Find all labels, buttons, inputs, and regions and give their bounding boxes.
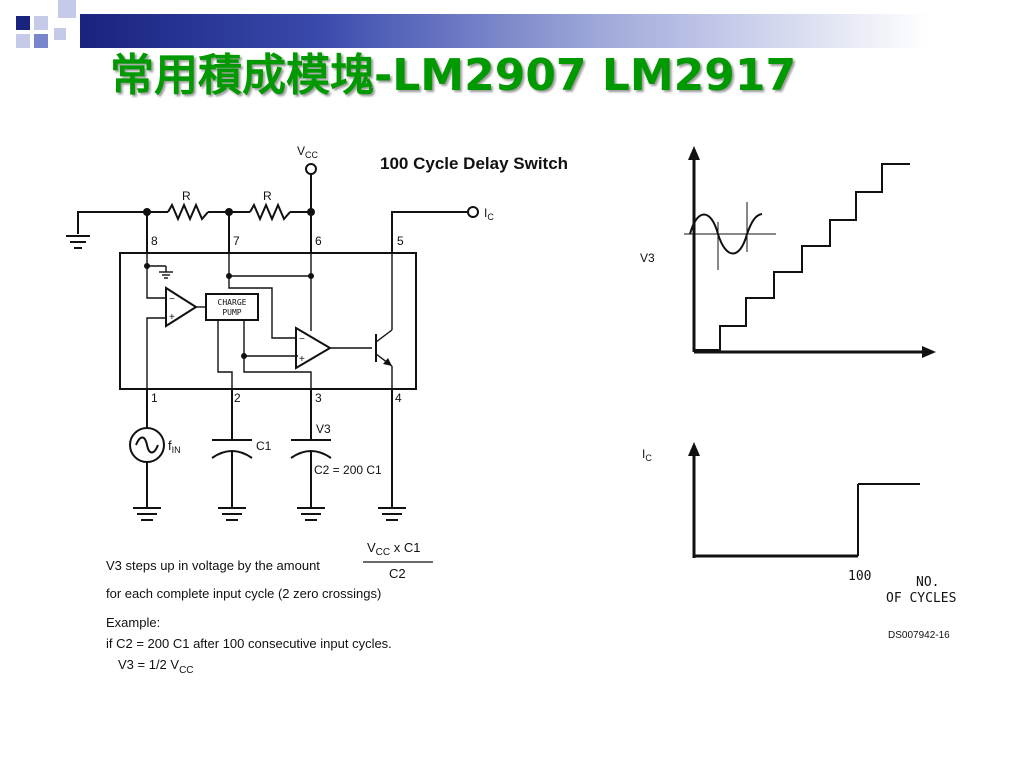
ground-symbol [297, 507, 325, 521]
input-comparator [165, 286, 198, 328]
circuit-heading: 100 Cycle Delay Switch [380, 154, 568, 173]
arrow-head [688, 146, 700, 160]
fin-label: fIN [168, 438, 181, 455]
pin-3-internal [243, 356, 312, 389]
comparator-input-wire [146, 266, 166, 299]
v3-node-label: V3 [316, 422, 331, 436]
pin-7-internal [228, 253, 311, 277]
pump-to-pin-2-wire [217, 320, 233, 389]
title-band [80, 14, 1024, 48]
junction-dot [308, 273, 314, 279]
pin-number: 6 [315, 234, 322, 248]
output-comparator [295, 326, 332, 370]
pin-5-wire [391, 211, 468, 253]
ground-symbol [66, 235, 90, 249]
sine-icon [135, 436, 159, 454]
ground-symbol [218, 507, 246, 521]
comparator-plus: + [169, 312, 175, 323]
pin-number: 3 [315, 391, 322, 405]
charge-pump-label: PUMP [222, 308, 241, 317]
pin-number: 5 [397, 234, 404, 248]
pin-number: 1 [151, 391, 158, 405]
note-line-2: for each complete input cycle (2 zero cr… [106, 586, 381, 601]
corner-square-dark [16, 16, 30, 30]
pin-number: 4 [395, 391, 402, 405]
input-sine-wave [689, 213, 763, 255]
fraction-denominator: C2 [389, 566, 406, 581]
corner-square-mid [34, 34, 48, 48]
resistor-2 [249, 202, 291, 222]
pin-1-internal [146, 317, 166, 389]
example-line-2: V3 = 1/2 VCC [118, 657, 194, 676]
transistor-collector [375, 329, 393, 343]
slide-title: 常用積成模塊-LM2907 LM2917 [110, 50, 797, 101]
comparator-plus: + [299, 354, 305, 365]
datasheet-ref: DS007942-16 [888, 630, 950, 641]
timing-diagram: V3 IC 100 NO. OF CYCLES DS007942-16 [640, 146, 956, 641]
note-line-1: V3 steps up in voltage by the amount [106, 558, 320, 573]
ground-to-rail-wire [77, 211, 168, 234]
pin-number: 8 [151, 234, 158, 248]
ground-symbol [378, 507, 406, 521]
comparator-minus: − [299, 334, 305, 345]
example-line-1: if C2 = 200 C1 after 100 consecutive inp… [106, 636, 392, 651]
resistor-2-label: R [263, 189, 272, 203]
ic-axis-label: IC [642, 447, 652, 463]
transistor-arrow [383, 358, 392, 366]
x-axis-label: OF CYCLES [886, 591, 956, 606]
corner-square-light [58, 0, 76, 18]
ic-terminal-label: IC [484, 206, 494, 222]
ground-symbol [133, 507, 161, 521]
charge-pump-label: CHARGE [218, 298, 247, 307]
v3-axis-label: V3 [640, 251, 655, 265]
ic-terminal [467, 206, 479, 218]
circuit-schematic: 100 Cycle Delay Switch VCC R R [66, 144, 568, 521]
resistor-1-label: R [182, 189, 191, 203]
pin-8-internal [146, 253, 166, 267]
ic-package [119, 252, 417, 390]
corner-square-light [34, 16, 48, 30]
pin-number: 7 [233, 234, 240, 248]
resistor-1 [167, 202, 209, 222]
arrow-head [688, 442, 700, 456]
internal-ground-symbol [159, 271, 173, 279]
corner-square-light [16, 34, 30, 48]
x-tick-label: 100 [848, 569, 871, 584]
comparator-minus: − [169, 294, 175, 305]
fraction-numerator: VCC x C1 [367, 540, 420, 558]
v3-staircase [694, 163, 910, 351]
example-heading: Example: [106, 615, 160, 630]
vcc-terminal [305, 163, 317, 175]
pin-number: 2 [234, 391, 241, 405]
c2-label: C2 = 200 C1 [314, 463, 382, 477]
c1-label: C1 [256, 439, 272, 453]
reference-wire [228, 276, 296, 339]
circuit-notes: V3 steps up in voltage by the amount VCC… [106, 540, 433, 676]
vcc-label: VCC [297, 144, 319, 160]
corner-square-light [54, 28, 66, 40]
arrow-head [922, 346, 936, 358]
x-axis-label: NO. [916, 575, 939, 590]
